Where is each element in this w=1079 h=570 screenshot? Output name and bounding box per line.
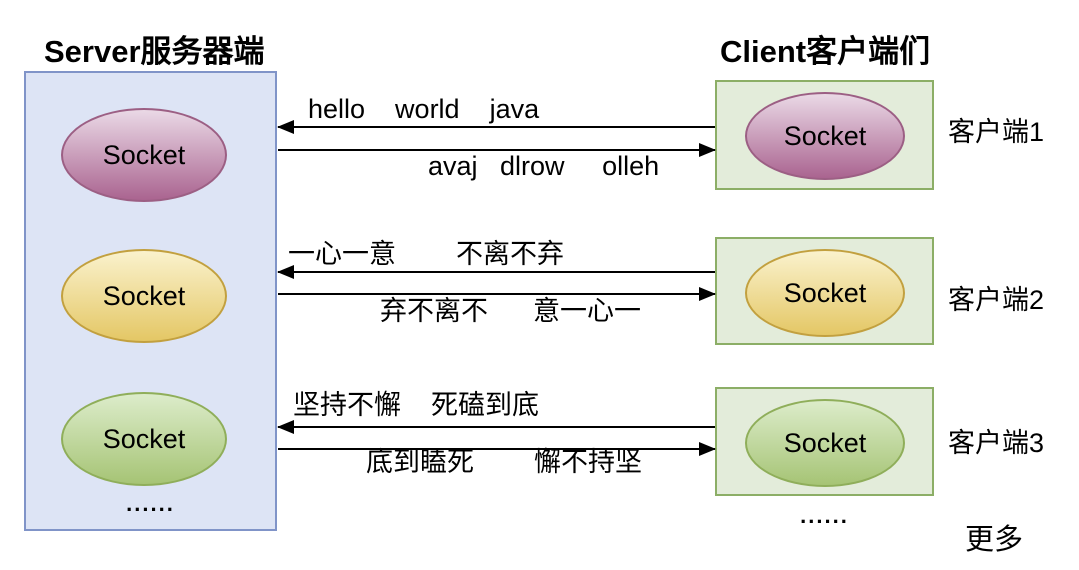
- message-client1-response: avaj dlrow olleh: [428, 151, 660, 181]
- arrow-server-to-client3: [278, 442, 716, 456]
- server-more-dots: ......: [126, 491, 175, 516]
- server-socket-3: Socket: [61, 392, 227, 486]
- client-socket-1-label: Socket: [783, 120, 867, 151]
- arrow-server-to-client2: [278, 287, 716, 301]
- message-client2-request: 一心一意 不离不弃: [288, 239, 565, 269]
- client-name-3: 客户端3: [948, 428, 1045, 458]
- arrowhead-left-icon: [277, 420, 294, 434]
- arrowhead-right-icon: [699, 287, 716, 301]
- arrowhead-right-icon: [699, 442, 716, 456]
- client-box-3: Socket: [715, 387, 934, 496]
- server-socket-1-label: Socket: [102, 139, 186, 170]
- server-panel: Socket Socket Socket ......: [24, 71, 277, 531]
- clients-more-dots: ......: [800, 503, 849, 528]
- message-client2-response: 弃不离不 意一心一: [380, 296, 642, 326]
- client-socket-2: Socket: [745, 249, 905, 337]
- client-socket-3: Socket: [745, 399, 905, 487]
- arrowhead-left-icon: [277, 265, 294, 279]
- message-client3-response: 底到瞌死 懈不持坚: [366, 447, 643, 477]
- client-box-2: Socket: [715, 237, 934, 345]
- arrowhead-right-icon: [699, 143, 716, 157]
- client-title: Client客户端们: [720, 34, 931, 69]
- message-client1-request: hello world java: [308, 94, 540, 124]
- client-name-1: 客户端1: [948, 117, 1045, 147]
- server-socket-2-label: Socket: [102, 280, 186, 311]
- client-name-2: 客户端2: [948, 285, 1045, 315]
- arrow-server-to-client1: [278, 143, 716, 157]
- client-socket-1: Socket: [745, 92, 905, 180]
- server-socket-3-label: Socket: [102, 423, 186, 454]
- arrow-client3-to-server: [277, 420, 715, 434]
- client-socket-2-label: Socket: [783, 277, 867, 308]
- client-box-1: Socket: [715, 80, 934, 190]
- server-title: Server服务器端: [44, 34, 265, 69]
- client-socket-3-label: Socket: [783, 427, 867, 458]
- arrow-client2-to-server: [277, 265, 715, 279]
- arrow-client1-to-server: [277, 120, 715, 134]
- more-label: 更多: [965, 524, 1024, 556]
- arrowhead-left-icon: [277, 120, 294, 134]
- server-socket-2: Socket: [61, 249, 227, 343]
- server-socket-1: Socket: [61, 108, 227, 202]
- message-client3-request: 坚持不懈 死磕到底: [293, 390, 540, 420]
